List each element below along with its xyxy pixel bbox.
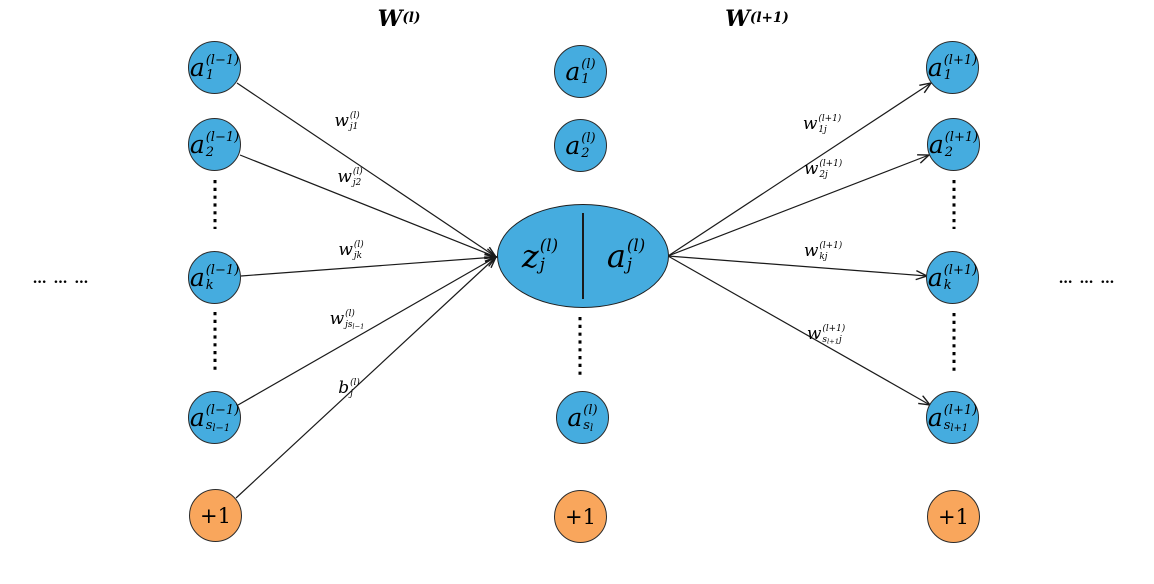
neuron-divider-line xyxy=(582,213,584,299)
edges xyxy=(235,82,931,499)
weight-label-wj2: w(l)j2 xyxy=(337,166,363,188)
edge-wkj xyxy=(667,255,927,276)
edge-wjs xyxy=(237,257,496,406)
weight-label-w1j: w(l+1)1j xyxy=(802,113,842,135)
title-left-sup: (l) xyxy=(402,10,421,27)
node-a2-layer-l: a(l)2 xyxy=(554,119,607,172)
title-right-base: W xyxy=(725,6,750,32)
node-a2-layer-lminus1: a(l−1)2 xyxy=(188,118,241,171)
side-ellipsis-right: … … … xyxy=(1058,271,1116,287)
bias-label: +1 xyxy=(938,504,969,529)
bias-node-right: +1 xyxy=(927,490,980,543)
title-right-sup: (l+1) xyxy=(749,10,789,27)
node-a1-layer-lplus1: a(l+1)1 xyxy=(926,41,979,94)
edge-wj1 xyxy=(236,82,496,257)
edge-w1j xyxy=(667,83,931,257)
edge-bias xyxy=(235,257,496,499)
title-left-base: W xyxy=(377,6,403,32)
node-a1-layer-l: a(l)1 xyxy=(554,45,607,98)
bias-node-middle: +1 xyxy=(554,490,607,543)
neuron-pre-activation: z(l)j xyxy=(521,236,559,275)
neuron-j-ellipse: z(l)j a(l)j xyxy=(497,204,669,308)
bias-weight-label-bj: b(l)j xyxy=(338,377,360,399)
bias-label: +1 xyxy=(200,503,231,528)
edge-wsj xyxy=(667,255,930,405)
neuron-activation: a(l)j xyxy=(606,236,646,275)
node-a1-layer-lminus1: a(l−1)1 xyxy=(188,41,241,94)
edge-w2j xyxy=(667,155,929,257)
side-ellipsis-left: … … … xyxy=(32,271,90,287)
weight-matrix-title-left: W(l) xyxy=(378,8,421,30)
bias-node-left: +1 xyxy=(189,489,242,542)
vertical-ellipses xyxy=(213,180,956,376)
weight-label-w2j: w(l+1)2j xyxy=(803,158,843,180)
node-a2-layer-lplus1: a(l+1)2 xyxy=(927,118,980,171)
node-ak-layer-lplus1: a(l+1)k xyxy=(926,251,979,304)
edge-wjk xyxy=(240,257,496,277)
bias-label: +1 xyxy=(565,504,596,529)
node-ak-layer-lminus1: a(l−1)k xyxy=(188,251,241,304)
edge-wj2 xyxy=(239,154,496,257)
weight-label-wjk: w(l)jk xyxy=(338,239,364,261)
weight-label-wj1: w(l)j1 xyxy=(334,110,360,132)
weight-label-wkj: w(l+1)kj xyxy=(803,240,843,262)
weight-matrix-title-right: W(l+1) xyxy=(725,8,789,30)
